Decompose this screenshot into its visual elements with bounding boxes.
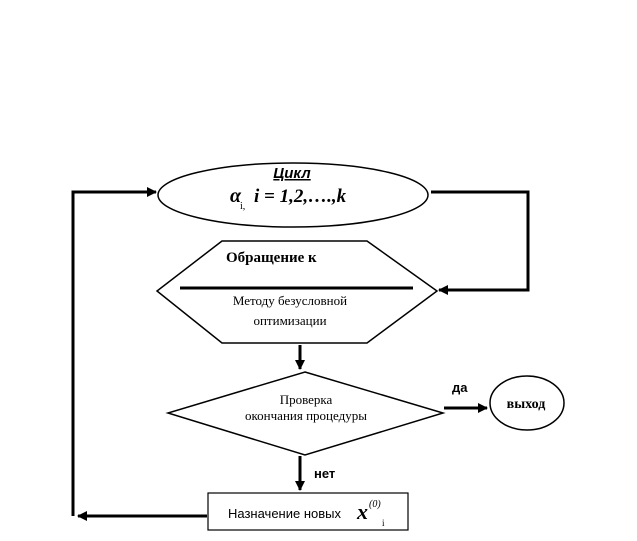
- check-line1: Проверка: [280, 392, 333, 407]
- exit-circle: [489, 375, 565, 431]
- assign-x-subscript: i: [382, 518, 385, 528]
- check-line2: окончания процедуры: [245, 408, 367, 423]
- loop-ellipse: [157, 162, 429, 228]
- loop-alpha: α: [230, 185, 242, 207]
- loop-title: Цикл: [273, 165, 311, 182]
- assign-x: x: [356, 499, 368, 524]
- loop-range: i = 1,2,….,k: [254, 186, 347, 207]
- loop-alpha-subscript: i,: [240, 201, 245, 212]
- label-yes: да: [452, 380, 468, 395]
- assign-x-superscript: (0): [369, 499, 381, 510]
- call-line2: Методу безусловной: [233, 293, 347, 308]
- assign-box: [207, 492, 409, 531]
- exit-label: выход: [507, 397, 546, 412]
- call-line3: оптимизации: [253, 313, 326, 328]
- assign-text: Назначение новых: [228, 506, 342, 521]
- check-diamond: [165, 371, 446, 456]
- arrow-loop-to-call: [431, 190, 530, 295]
- loopback-line: [71, 187, 157, 516]
- call-hexagon: [155, 240, 439, 344]
- call-line1: Обращение к: [226, 250, 317, 266]
- label-no: нет: [314, 466, 335, 481]
